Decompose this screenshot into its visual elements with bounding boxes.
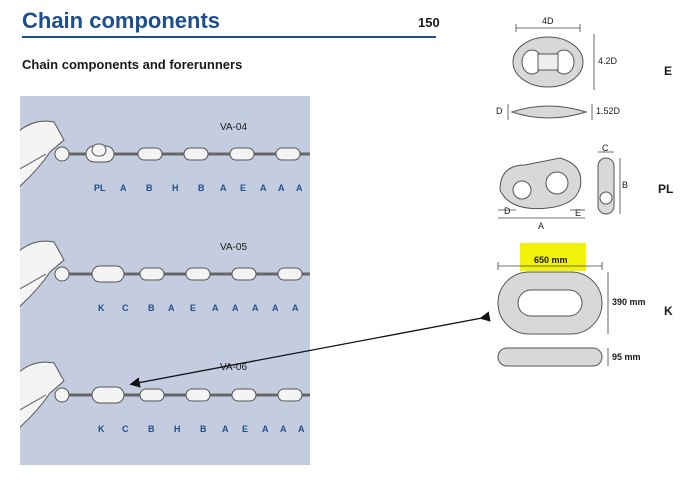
link-letter: B xyxy=(146,183,153,193)
pl-label-c: C xyxy=(602,143,609,153)
e-side-d-label: D xyxy=(496,106,503,116)
chain-va-04 xyxy=(20,120,310,187)
pl-label-a: A xyxy=(538,221,545,231)
link-letter: B xyxy=(198,183,205,193)
forerunner-panel: VA-04 PL A B H B A E A A A VA-05 K C B A… xyxy=(20,96,310,465)
link-letter: C xyxy=(122,303,129,313)
component-code-e: E xyxy=(664,64,673,78)
chain-illustrations xyxy=(20,120,310,428)
link-letter: PL xyxy=(94,183,106,193)
link-letter: A xyxy=(252,303,259,313)
pl-label-b: B xyxy=(622,180,629,190)
e-side-height-label: 1.52D xyxy=(596,106,621,116)
link-letter: A xyxy=(168,303,175,313)
component-e-drawing xyxy=(507,24,595,120)
link-letter: E xyxy=(242,424,249,434)
chain-label-va-04: VA-04 xyxy=(220,122,248,133)
section-subtitle: Chain components and forerunners xyxy=(22,57,243,72)
link-letter: A xyxy=(272,303,279,313)
e-width-label: 4D xyxy=(542,16,554,26)
title-divider xyxy=(22,36,436,38)
link-letter: B xyxy=(148,303,155,313)
link-letter: A xyxy=(278,183,285,193)
link-letter: A xyxy=(220,183,227,193)
link-letter: A xyxy=(292,303,299,313)
link-letter: K xyxy=(98,424,105,434)
link-letter: K xyxy=(98,303,105,313)
pl-label-e: E xyxy=(575,208,582,218)
link-letter: A xyxy=(212,303,219,313)
link-letter: B xyxy=(148,424,155,434)
k-width-label: 650 mm xyxy=(534,255,568,265)
component-code-pl: PL xyxy=(658,182,674,196)
k-height-label: 390 mm xyxy=(612,297,646,307)
link-letter: H xyxy=(174,424,181,434)
link-letter: C xyxy=(122,424,129,434)
link-letter: A xyxy=(280,424,287,434)
link-letter: A xyxy=(232,303,239,313)
component-k-drawing xyxy=(497,262,609,367)
chain-label-va-05: VA-05 xyxy=(220,242,248,253)
page-number: 150 xyxy=(418,15,440,30)
component-pl-drawing xyxy=(498,151,621,219)
link-letter: B xyxy=(200,424,207,434)
k-side-label: 95 mm xyxy=(612,352,641,362)
link-letter: A xyxy=(260,183,267,193)
link-letter: H xyxy=(172,183,179,193)
page-title: Chain components xyxy=(22,8,221,33)
link-letter: E xyxy=(190,303,197,313)
chain-letters-va-06: K C B H B A E A A A xyxy=(98,424,310,434)
link-letter: A xyxy=(262,424,269,434)
connector-arrow xyxy=(129,311,491,388)
link-letter: E xyxy=(240,183,247,193)
chain-va-05 xyxy=(20,240,310,307)
link-letter: A xyxy=(298,424,305,434)
link-letter: A xyxy=(120,183,127,193)
link-letter: A xyxy=(222,424,229,434)
chain-letters-va-05: K C B A E A A A A A xyxy=(98,303,304,313)
e-height-label: 4.2D xyxy=(598,56,618,66)
component-code-k: K xyxy=(664,304,673,318)
pl-label-d: D xyxy=(504,206,511,216)
chain-letters-va-04: PL A B H B A E A A A xyxy=(94,183,308,193)
chain-va-06 xyxy=(20,361,310,428)
link-letter: A xyxy=(296,183,303,193)
